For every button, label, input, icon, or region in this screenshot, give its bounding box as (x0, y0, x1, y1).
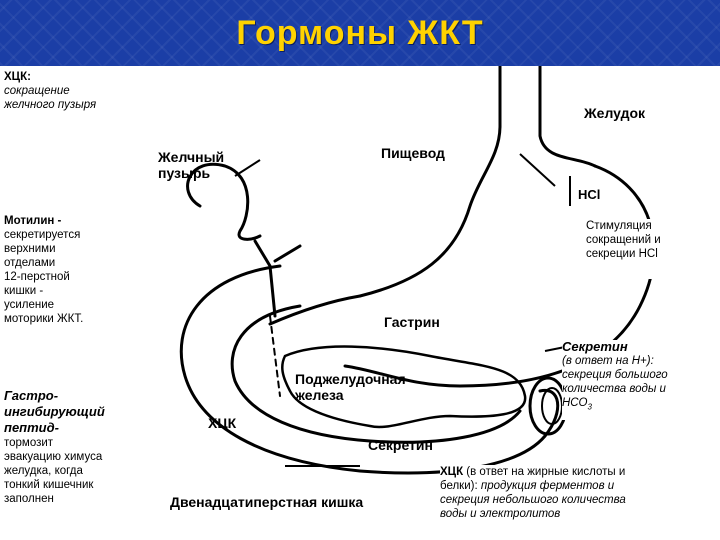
note-cck2-line2-start: белки): (440, 480, 478, 492)
note-secretin: Секретин (в ответ на Н+): секреция больш… (562, 340, 718, 420)
note-gastrin-line: Стимуляция (586, 220, 652, 232)
common-bile-duct (269, 315, 281, 397)
note-motilin-title: Мотилин - (4, 215, 62, 227)
label-esophagus: Пищевод (381, 145, 445, 161)
note-cck2-line2: белки): продукция ферментов и (440, 479, 718, 493)
slide-title: Гормоны ЖКТ (236, 14, 484, 52)
label-stomach: Желудок (583, 105, 646, 121)
label-duodenum: Двенадцатиперстная кишка (170, 494, 363, 510)
note-motilin-line: секретируется (4, 229, 81, 241)
note-gastrin-line: сокращений и (586, 234, 661, 246)
note-secretin-line4: НСО3 (562, 396, 718, 414)
note-secretin-line1: (в ответ на Н+): (562, 355, 654, 367)
note-motilin-line: усиление (4, 299, 55, 311)
gallbladder-outline (186, 162, 262, 241)
duodenum-end (538, 388, 560, 438)
label-hcl: HCl (578, 187, 600, 202)
note-cck2-line3: секреция небольшого количества (440, 494, 626, 506)
note-motilin-line: моторики ЖКТ. (4, 313, 84, 325)
esophagus-outline-right (538, 66, 597, 168)
arrow-pointer-gall (234, 159, 261, 177)
pancreas-outline (281, 345, 527, 429)
bile-duct-branch (273, 244, 302, 263)
note-cck2-line4: воды и электролитов (440, 508, 561, 520)
note-gip-title2: ингибирующий (4, 404, 105, 419)
note-secretin-hco: НСО (562, 397, 588, 409)
note-cck-gallbladder: ХЦК: сокращение желчного пузыря (4, 70, 142, 126)
note-secretin-sub: 3 (587, 402, 592, 412)
label-pancreas-2: железа (294, 387, 344, 403)
note-gip-line: заполнен (4, 493, 54, 505)
note-cck-pancreas: ХЦК (в ответ на жирные кислоты и белки):… (440, 465, 718, 540)
label-gastrin: Гастрин (384, 314, 440, 330)
note-gip-line: тормозит (4, 437, 54, 449)
note-secretin-line3: количества воды и (562, 383, 666, 395)
note-motilin-line: отделами (4, 257, 56, 269)
note-motilin-line: верхними (4, 243, 56, 255)
note-gastrin-line: секреции HCl (586, 248, 658, 260)
stomach-inner (268, 294, 362, 326)
duodenum-opening (528, 376, 568, 436)
note-cck-line1: сокращение (4, 85, 70, 97)
note-secretin-title: Секретин (562, 339, 628, 354)
note-gastrin: Стимуляция сокращений и секреции HCl (586, 219, 718, 279)
note-gip-line: желудка, когда (4, 465, 83, 477)
label-pancreas-1: Поджелудочная (295, 371, 406, 387)
label-gallbladder-1: Желчный (157, 149, 224, 165)
note-motilin-line: 12-перстной (4, 271, 70, 283)
note-motilin: Мотилин - секретируется верхними отделам… (4, 214, 136, 354)
note-gip-title3: пептид- (4, 420, 59, 435)
duodenum-inner (230, 304, 522, 444)
note-secretin-line2: секреция большого (562, 369, 668, 381)
label-cck: ХЦК (208, 415, 237, 431)
label-gallbladder-2: пузырь (158, 165, 211, 181)
note-gip-line: эвакуацию химуса (4, 451, 103, 463)
arrow-pointer-stomach (519, 153, 556, 187)
esophagus-outline-left (358, 66, 502, 298)
note-gip: Гастро- ингибирующий пептид- тормозит эв… (4, 388, 140, 540)
note-cck2-bold: ХЦК (440, 466, 464, 478)
note-cck2-rest: (в ответ на жирные кислоты и (466, 466, 626, 478)
note-cck-title: ХЦК: (4, 71, 31, 83)
note-gip-line: тонкий кишечник (4, 479, 94, 491)
note-motilin-line: кишки - (4, 285, 44, 297)
note-gip-title1: Гастро- (4, 388, 59, 403)
note-cck-line2: желчного пузыря (4, 99, 97, 111)
label-secretin: Секретин (368, 437, 433, 453)
bile-duct (253, 239, 277, 318)
note-cck2-line1: ХЦК (в ответ на жирные кислоты и (440, 465, 718, 479)
note-cck2-line2-italic: продукция ферментов и (480, 480, 615, 492)
